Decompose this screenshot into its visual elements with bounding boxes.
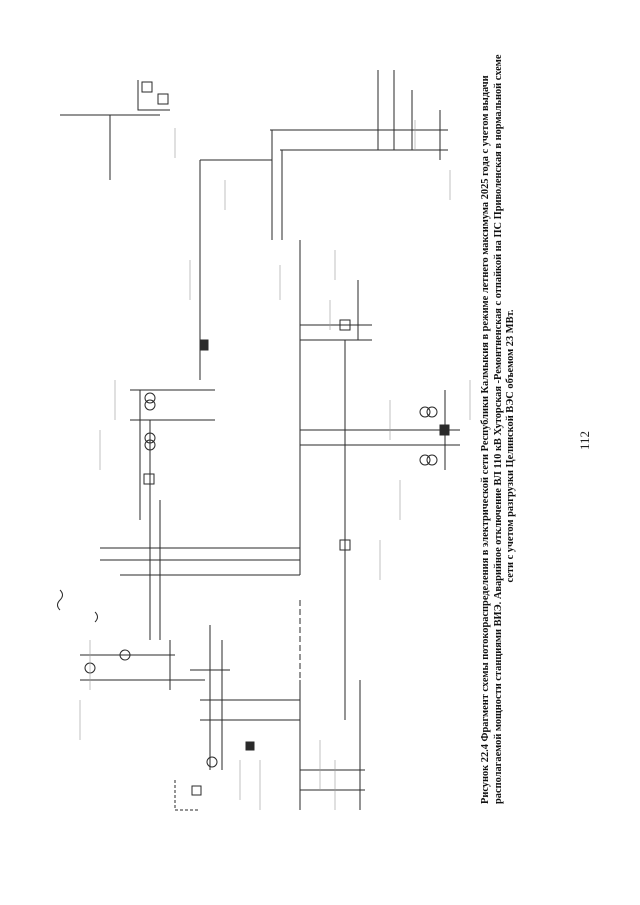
caption-line-2: располагаемой мощности станциями ВИЭ. Ав… xyxy=(492,54,504,804)
transformer-right-1b xyxy=(426,406,438,418)
breaker-right-3 xyxy=(339,539,351,551)
breaker-top-left xyxy=(141,81,153,93)
transformer-right-1a xyxy=(419,406,431,418)
transformer-mid-1a xyxy=(144,392,156,404)
transformer-bottom-1 xyxy=(119,649,131,661)
page-number: 112 xyxy=(577,430,592,450)
transformer-mid-1b xyxy=(144,399,156,411)
transformer-right-2a xyxy=(419,454,431,466)
dashed-link-bottom xyxy=(174,780,200,811)
figure-caption: Рисунок 22.4 Фрагмент схемы потокораспре… xyxy=(480,54,542,804)
bracket-top-left xyxy=(137,80,170,111)
transformer-right-2b xyxy=(426,454,438,466)
caption-line-3: сети с учетом разгрузки Целинской ВЭС об… xyxy=(505,309,516,583)
breaker-mid-right xyxy=(199,339,209,351)
breaker-bottom-2 xyxy=(245,741,255,751)
transformer-mid-2b xyxy=(144,439,156,451)
transformer-bottom-3 xyxy=(206,756,218,768)
breaker-top-left-2 xyxy=(157,93,169,105)
break-mark-1 xyxy=(57,589,63,611)
breaker-right-1 xyxy=(339,319,351,331)
break-mark-2 xyxy=(94,611,98,623)
node-labels xyxy=(79,120,471,810)
caption-line-1: Рисунок 22.4 Фрагмент схемы потокораспре… xyxy=(480,75,491,804)
transformer-mid-2a xyxy=(144,432,156,444)
breaker-mid xyxy=(143,473,155,485)
breaker-bottom-1 xyxy=(191,785,202,796)
